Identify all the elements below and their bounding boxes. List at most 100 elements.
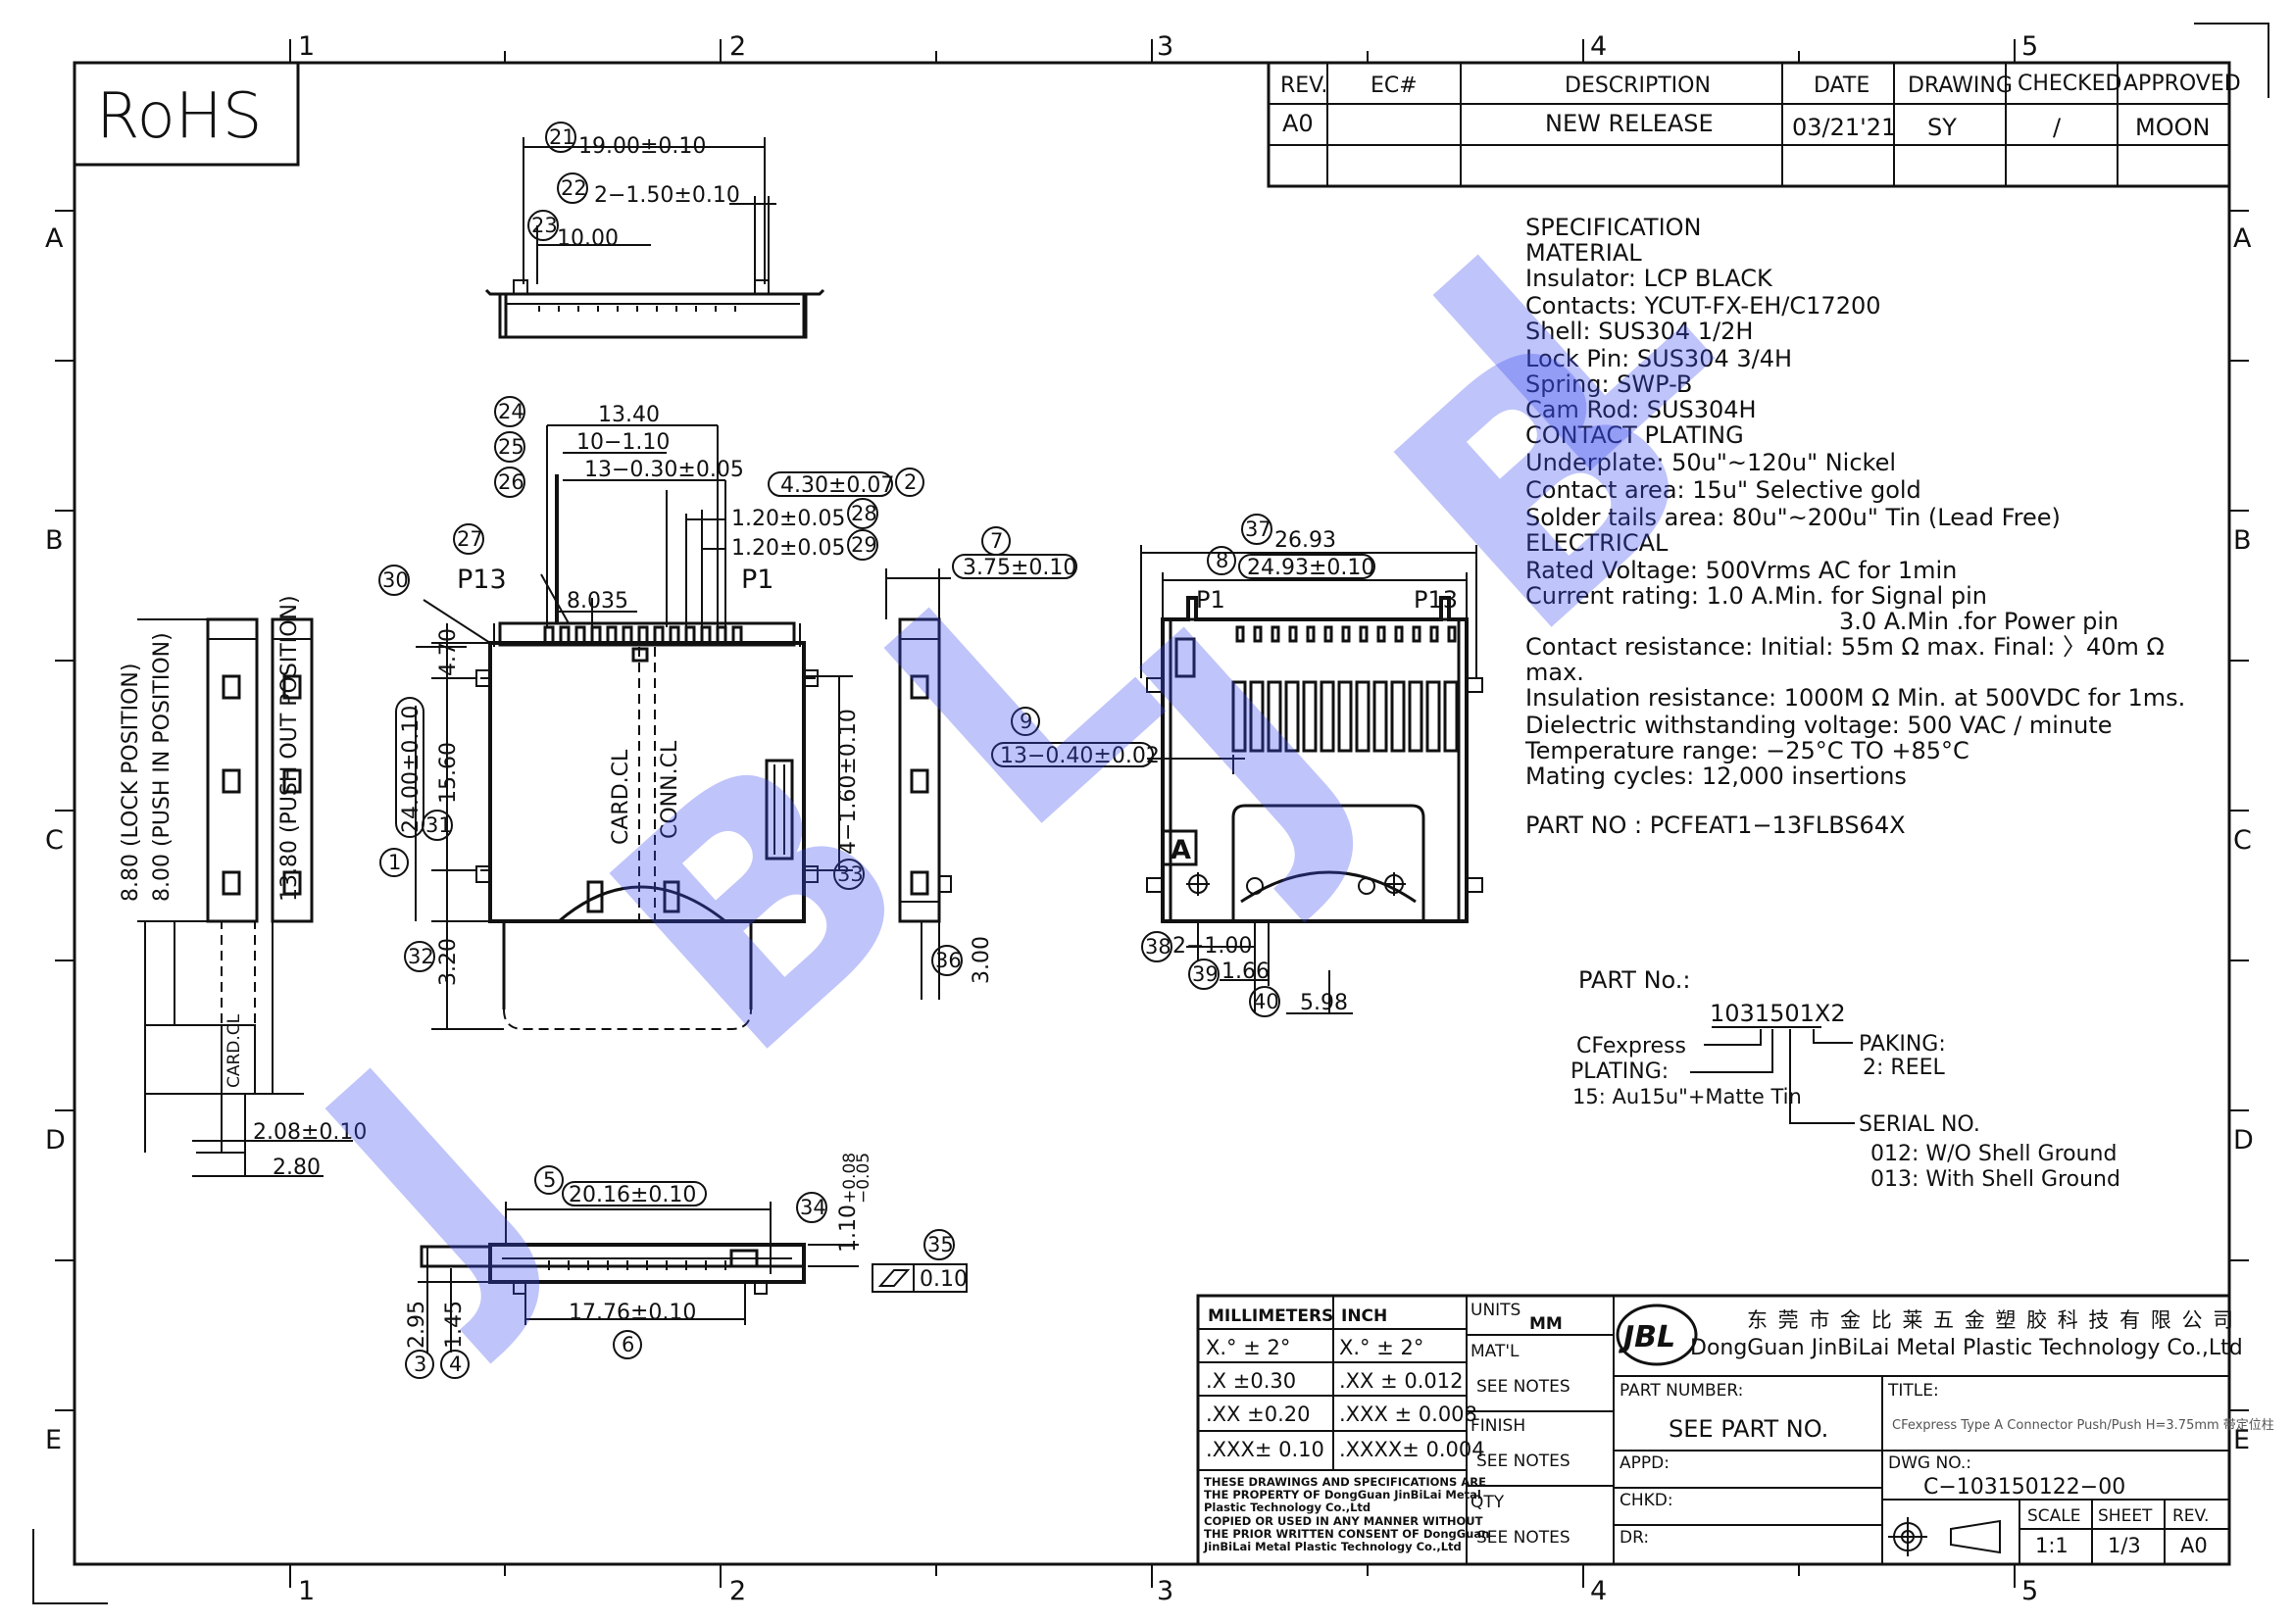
dwg-no-value: C−103150122−00 (1923, 1475, 2125, 1500)
grid-row-a-left: A (45, 223, 64, 254)
finish-value: SEE NOTES (1476, 1452, 1570, 1471)
company-name-en: DongGuan JinBiLai Metal Plastic Technolo… (1690, 1336, 2243, 1360)
finish-label: FINISH (1471, 1416, 1525, 1436)
part-number-legend: PART No.: 1031501X2 CFexpress PLATING: 1… (1570, 966, 2120, 1192)
callout-3: 3 (414, 1353, 426, 1376)
grid-row-c-right: C (2233, 825, 2252, 856)
dim-9: 13−0.40±0.02 (1000, 744, 1160, 768)
grid-row-labels-left: A B C D E (45, 223, 66, 1455)
grid-col-2-top: 2 (729, 31, 746, 62)
dim-2-80: 2.80 (273, 1156, 321, 1180)
dim-25: 10−1.10 (576, 430, 670, 455)
scale-label: SCALE (2027, 1506, 2081, 1526)
dim-21: 19.00±0.10 (578, 134, 706, 159)
legend-code: 1031501X2 (1710, 1000, 1846, 1027)
callout-6: 6 (622, 1333, 634, 1356)
dwg-no-label: DWG NO.: (1888, 1453, 1971, 1473)
disclaimer-line: COPIED OR USED IN ANY MANNER WITHOUT (1204, 1514, 1483, 1528)
tol-header-mm: MILLIMETERS (1208, 1306, 1333, 1326)
side-view: 7 3.75±0.10 36 3.00 (885, 526, 1077, 1000)
grid-col-4-top: 4 (1590, 31, 1607, 62)
chkd-label: CHKD: (1620, 1491, 1673, 1510)
dim-30: 4.70 (436, 628, 461, 676)
spec-line: Contact area: 15u" Selective gold (1525, 476, 1921, 504)
units-value: MM (1529, 1314, 1563, 1334)
dim-33: 4−1.60±0.10 (836, 709, 861, 855)
part-number-value: SEE PART NO. (1669, 1415, 1828, 1443)
callout-28: 28 (851, 502, 877, 525)
dim-6: 17.76±0.10 (569, 1301, 696, 1325)
grid-col-3-top: 3 (1157, 31, 1173, 62)
spec-part-no: PART NO : PCFEAT1−13FLBS64X (1525, 812, 1906, 839)
grid-row-b-left: B (45, 525, 64, 556)
rohs-box (73, 61, 300, 167)
callout-32: 32 (408, 945, 434, 968)
dim-36: 3.00 (970, 936, 994, 984)
scale-value: 1:1 (2035, 1534, 2069, 1557)
corner-mark-bl (32, 1529, 108, 1604)
tol-inch-2: .XXX ± 0.008 (1339, 1403, 1477, 1426)
grid-row-e-left: E (45, 1425, 62, 1455)
bottom-view: A 37 26.93 8 24.93±0.10 P1 P13 9 (991, 514, 1483, 1017)
grid-column-labels-top: 1 2 3 4 5 (298, 31, 2038, 62)
bottom-p13-label: P13 (1414, 586, 1458, 614)
callout-22: 22 (561, 176, 587, 200)
spec-line: Cam Rod: SUS304H (1525, 396, 1757, 423)
dim-39: 1.66 (1221, 960, 1270, 984)
dim-31: 15.60 (436, 742, 461, 804)
rev-header-description: DESCRIPTION (1565, 74, 1711, 98)
dim-4: 1.45 (442, 1301, 467, 1349)
dim-5: 20.16±0.10 (569, 1183, 696, 1207)
disclaimer-line: THE PRIOR WRITTEN CONSENT OF DongGuan (1204, 1527, 1489, 1541)
rev-value-checked: / (2053, 114, 2062, 141)
qty-label: QTY (1471, 1493, 1505, 1512)
spec-line: Insulation resistance: 1000M Ω Min. at 5… (1525, 684, 2185, 712)
title-label: TITLE: (1887, 1381, 1939, 1401)
callout-31: 31 (425, 813, 452, 837)
watermark-letter: B (544, 680, 979, 1125)
spec-line: Contact resistance: Initial: 55m Ω max. … (1525, 633, 2165, 661)
spec-line: Solder tails area: 80u"~200u" Tin (Lead … (1525, 504, 2061, 531)
spec-line: Mating cycles: 12,000 insertions (1525, 763, 1907, 790)
matl-label: MAT'L (1471, 1342, 1520, 1361)
spec-line: Temperature range: −25°C TO +85°C (1524, 737, 1969, 764)
callout-26: 26 (498, 470, 524, 494)
lower-view: 5 20.16±0.10 34 1.10 +0.08 −0.05 35 0.10… (405, 1153, 968, 1379)
spec-line: SPECIFICATION (1525, 214, 1701, 241)
callout-40: 40 (1253, 990, 1279, 1013)
rev-value-drawing: SY (1927, 114, 1957, 141)
sheet-value: 1/3 (2108, 1534, 2141, 1557)
spec-line: Shell: SUS304 1/2H (1525, 318, 1753, 345)
company-logo: JBL (1616, 1304, 1698, 1366)
spec-line: 3.0 A.Min .for Power pin (1839, 608, 2119, 635)
tol-mm-2: .XX ±0.20 (1206, 1403, 1310, 1426)
dim-1: 24.00±0.10 (399, 706, 424, 833)
spec-line: CONTACT PLATING (1525, 421, 1744, 449)
spec-line: MATERIAL (1525, 239, 1642, 267)
part-number-label: PART NUMBER: (1620, 1381, 1743, 1401)
left-card-cl: CARD.CL (224, 1013, 244, 1088)
left-push-in-position: 8.00 (PUSH IN POSITION) (150, 632, 174, 902)
dim-34-tol-plus: +0.08 (840, 1153, 860, 1204)
grid-col-5-bottom: 5 (2021, 1576, 2038, 1606)
rev-value-rev: A0 (1282, 110, 1314, 137)
spec-line: max. (1525, 659, 1584, 686)
spec-line: Lock Pin: SUS304 3/4H (1525, 345, 1792, 372)
disclaimer-line: Plastic Technology Co.,Ltd (1204, 1501, 1371, 1514)
rohs-label: RoHS (96, 80, 263, 153)
callout-39: 39 (1192, 962, 1219, 986)
dim-29: 1.20±0.05 (731, 536, 845, 561)
legend-serial: SERIAL NO. (1859, 1112, 1980, 1137)
tol-header-inch: INCH (1341, 1306, 1387, 1326)
conn-cl-label: CONN.CL (658, 740, 682, 839)
callout-27: 27 (457, 527, 483, 551)
dim-3: 2.95 (405, 1301, 429, 1349)
qty-value: SEE NOTES (1476, 1528, 1570, 1548)
spec-line: Contacts: YCUT-FX-EH/C17200 (1525, 292, 1881, 320)
dim-27: 8.035 (567, 589, 628, 614)
grid-row-d-right: D (2233, 1125, 2254, 1156)
matl-value: SEE NOTES (1476, 1377, 1570, 1397)
rev-header-checked: CHECKED (2018, 72, 2121, 96)
callout-38: 38 (1145, 935, 1171, 959)
